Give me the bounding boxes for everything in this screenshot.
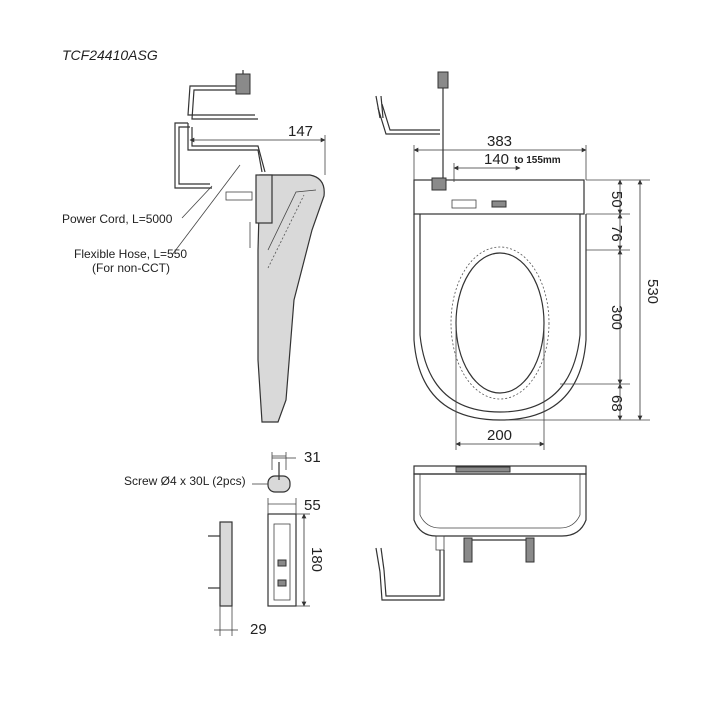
top-power-plug-icon	[437, 71, 449, 89]
dim-55: 55	[304, 497, 321, 514]
top-seat-opening	[455, 252, 545, 394]
dim-200: 200	[487, 427, 512, 444]
side-control-box	[255, 174, 273, 224]
power-plug-icon	[235, 73, 251, 95]
front-seat-body	[413, 473, 587, 537]
dim-147: 147	[288, 123, 313, 140]
dim-76: 76	[608, 225, 625, 242]
dim-29: 29	[250, 621, 267, 638]
dim-530: 530	[644, 279, 661, 304]
dim-140-suffix: to 155mm	[514, 155, 561, 166]
dim-180: 180	[308, 547, 325, 572]
dim-140: 140	[484, 151, 509, 168]
dim-50: 50	[608, 191, 625, 208]
dim-68: 68	[608, 395, 625, 412]
side-view: 147	[171, 70, 326, 423]
dim-383: 383	[487, 133, 512, 150]
top-view: 383 140 to 155mm 50 76 300 68 530 200	[375, 71, 661, 450]
mounting-plate: 29 55 180	[208, 497, 325, 638]
flexible-hose-label: Flexible Hose, L=550	[74, 247, 187, 261]
screw-label: Screw Ø4 x 30L (2pcs)	[124, 474, 246, 488]
screw-detail: 31	[252, 449, 321, 493]
power-cord-label: Power Cord, L=5000	[62, 212, 173, 226]
dim-300: 300	[608, 305, 625, 330]
plate-front	[267, 513, 297, 607]
top-seat-rear	[413, 179, 585, 215]
dim-31: 31	[304, 449, 321, 466]
non-cct-label: (For non-CCT)	[92, 261, 170, 275]
model-title: TCF24410ASG	[62, 47, 158, 63]
front-view	[375, 465, 587, 601]
